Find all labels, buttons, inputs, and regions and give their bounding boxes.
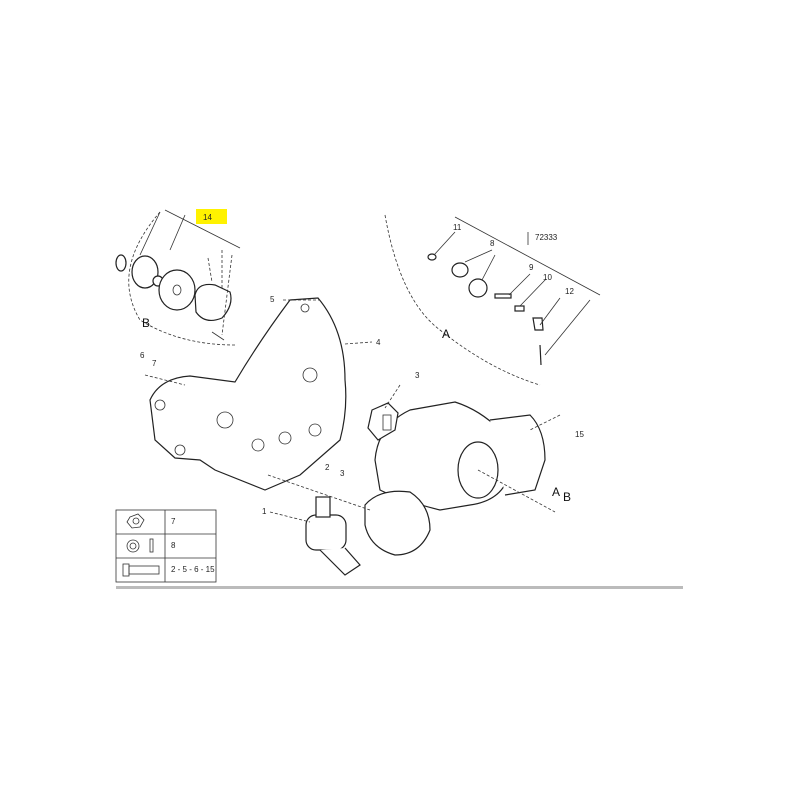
callout-7: 7	[152, 359, 157, 368]
callout-9: 9	[529, 263, 534, 272]
steering-gear-box	[267, 384, 561, 576]
legend-parts-washer: 8	[171, 541, 176, 550]
seal-ring	[131, 255, 159, 289]
callout-12: 12	[565, 287, 574, 296]
detail-b-label: B	[142, 316, 150, 330]
legend-parts-nut: 7	[171, 517, 176, 526]
callout-8: 8	[490, 239, 495, 248]
view-b-label: B	[563, 490, 571, 504]
callout-14: 14	[203, 213, 212, 222]
bolt-icon	[122, 563, 160, 577]
callout-10: 10	[543, 273, 552, 282]
bottom-divider	[116, 586, 683, 589]
legend-parts-bolt: 2 - 5 - 6 - 15	[171, 565, 215, 574]
mounting-bracket	[144, 297, 373, 491]
callout-5: 5	[270, 295, 275, 304]
callout-6: 6	[140, 351, 145, 360]
callout-4: 4	[376, 338, 381, 347]
reference-code: 72333	[535, 233, 558, 242]
callout-1: 1	[262, 507, 267, 516]
callout-11: 11	[453, 223, 462, 232]
cover-plate	[158, 269, 196, 311]
callout-2: 2	[325, 463, 330, 472]
callout-15: 15	[575, 430, 584, 439]
o-ring	[115, 254, 127, 272]
detail-a-label: A	[442, 327, 450, 341]
detail-a-group: 11 8 9 10 12 72333 A	[384, 214, 601, 386]
highlight-marker	[196, 209, 227, 224]
detail-b-group: 14 B	[115, 209, 241, 346]
fastener-legend: 7 8 2 - 5 - 6 - 15	[115, 509, 217, 583]
end-cover	[194, 283, 232, 322]
callout-3-upper: 3	[415, 371, 420, 380]
hex-nut-icon	[126, 513, 145, 529]
view-a-label: A	[552, 485, 560, 499]
washer-icon	[126, 538, 154, 553]
callout-3-lower: 3	[340, 469, 345, 478]
